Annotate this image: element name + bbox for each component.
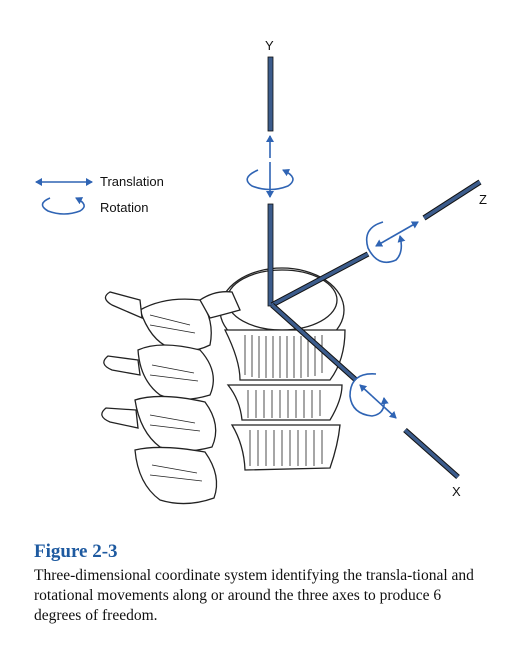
y-axis-upper [267,56,274,132]
legend-rotation-arrow [41,197,85,215]
legend-rotation-label: Rotation [100,200,148,215]
caption-title: Figure 2-3 [34,541,118,562]
x-rotation-arrow [349,373,389,417]
caption-text: Three-dimensional coordinate system iden… [34,567,474,624]
z-rotation-arrow [365,221,406,264]
legend: Translation Rotation [35,174,164,215]
vertebra-illustration [101,267,346,505]
x-axis-label: X [452,484,461,499]
z-translation-arrow [389,221,419,239]
coordinate-axes: Y Z X [265,38,487,499]
legend-translation-label: Translation [100,174,164,189]
x-axis-motion-arrows [349,373,397,419]
z-axis-label: Z [479,192,487,207]
figure-caption: Figure 2-3 Three-dimensional coordinate … [34,541,484,626]
figure-illustration: Y Z X Translation Rotation [35,38,487,505]
y-rotation-arrow [246,168,294,191]
y-axis-motion-arrows [246,135,294,198]
y-axis-lower [267,203,274,307]
z-axis-motion-arrows [365,221,419,264]
y-axis-label: Y [265,38,274,53]
